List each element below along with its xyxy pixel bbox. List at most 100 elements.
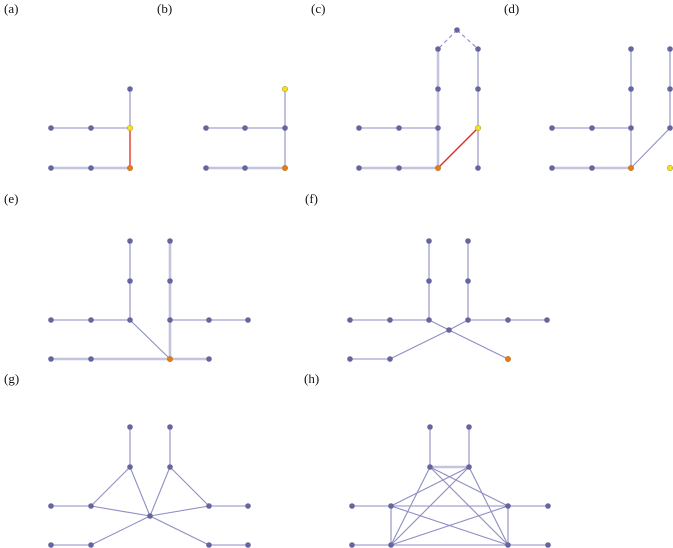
panel-label-b: (b) (157, 1, 173, 16)
graph-node (545, 542, 551, 548)
graph-edge (129, 466, 151, 517)
graph-edge (149, 505, 210, 517)
graph-node (206, 356, 212, 362)
graph-node-orange (628, 164, 635, 171)
graph-node (88, 503, 94, 509)
panel-label-c: (c) (311, 1, 326, 16)
graph-node (356, 125, 362, 131)
graph-node (426, 317, 432, 323)
graph-node (282, 125, 288, 131)
panel-label-h: (h) (304, 371, 320, 386)
graph-node (147, 513, 153, 519)
graph-node (88, 356, 94, 362)
graph-edge (448, 329, 509, 360)
graph-edge (390, 505, 509, 546)
graph-panel-h (349, 424, 551, 548)
graph-panel-c (356, 27, 482, 171)
graph-node (589, 165, 595, 171)
graph-node (465, 278, 471, 284)
highlighted-edge (437, 127, 479, 169)
graph-node (206, 503, 212, 509)
graph-node-yellow (126, 124, 133, 131)
graph-node (245, 317, 251, 323)
graph-node (475, 165, 481, 171)
graph-node-orange (126, 164, 133, 171)
graph-edge (428, 319, 450, 331)
graph-node (388, 503, 394, 509)
graph-panel-d (549, 46, 673, 171)
panel-label-f: (f) (305, 191, 318, 206)
graph-node (127, 86, 133, 92)
graph-edge (390, 466, 470, 507)
graph-node (245, 542, 251, 548)
panel-label-d: (d) (504, 1, 520, 16)
graph-node (387, 317, 393, 323)
graph-node-orange (505, 356, 512, 363)
graph-edge (149, 466, 171, 517)
graph-panel-f (347, 238, 550, 363)
graph-edge (389, 329, 450, 360)
graph-node (426, 278, 432, 284)
graph-node (544, 317, 550, 323)
graph-edge (169, 466, 210, 507)
graph-edge (90, 515, 151, 546)
graph-node (475, 86, 481, 92)
graph-node (466, 464, 472, 470)
graph-node (435, 125, 441, 131)
graph-node (667, 46, 673, 52)
graph-node (589, 125, 595, 131)
graph-panel-a (48, 86, 133, 171)
graph-node (435, 86, 441, 92)
graph-node (475, 46, 481, 52)
graph-edge (129, 319, 171, 360)
graph-node (167, 278, 173, 284)
graph-node (347, 356, 353, 362)
graph-node (48, 356, 54, 362)
graph-node (127, 238, 133, 244)
graph-node (167, 464, 173, 470)
graph-node (396, 125, 402, 131)
graph-node (356, 165, 362, 171)
graph-node (426, 238, 432, 244)
graph-node (549, 125, 555, 131)
graph-node (88, 125, 94, 131)
graph-node (628, 125, 634, 131)
graph-node (206, 542, 212, 548)
graph-node (203, 125, 209, 131)
graph-node (427, 424, 433, 430)
graph-panel-e (48, 238, 251, 363)
graph-node (167, 238, 173, 244)
dashed-edge (437, 29, 458, 50)
graph-node (88, 542, 94, 548)
graph-node-orange (282, 164, 289, 171)
graph-node (167, 317, 173, 323)
graph-node (242, 165, 248, 171)
graph-node (242, 125, 248, 131)
graph-node (505, 503, 511, 509)
graph-node (466, 424, 472, 430)
graph-node (127, 278, 133, 284)
graph-edge (429, 466, 509, 507)
graph-node-yellow (475, 124, 482, 131)
graph-node (549, 165, 555, 171)
graph-node (88, 165, 94, 171)
graph-edge (448, 319, 469, 331)
graph-edge (630, 127, 671, 169)
graph-node (667, 86, 673, 92)
panel-label-a: (a) (4, 1, 19, 16)
graph-node (465, 317, 471, 323)
graph-node (396, 165, 402, 171)
graph-node (245, 503, 251, 509)
graph-edge (149, 515, 210, 546)
graph-node (349, 503, 355, 509)
graph-node (505, 317, 511, 323)
panel-label-e: (e) (4, 191, 19, 206)
graph-node (505, 542, 511, 548)
graph-node-yellow (667, 165, 673, 171)
graph-node (446, 327, 452, 333)
graph-panel-g (48, 424, 251, 548)
graph-edge (90, 505, 151, 517)
graph-node-orange (166, 356, 173, 363)
graph-node (347, 317, 353, 323)
